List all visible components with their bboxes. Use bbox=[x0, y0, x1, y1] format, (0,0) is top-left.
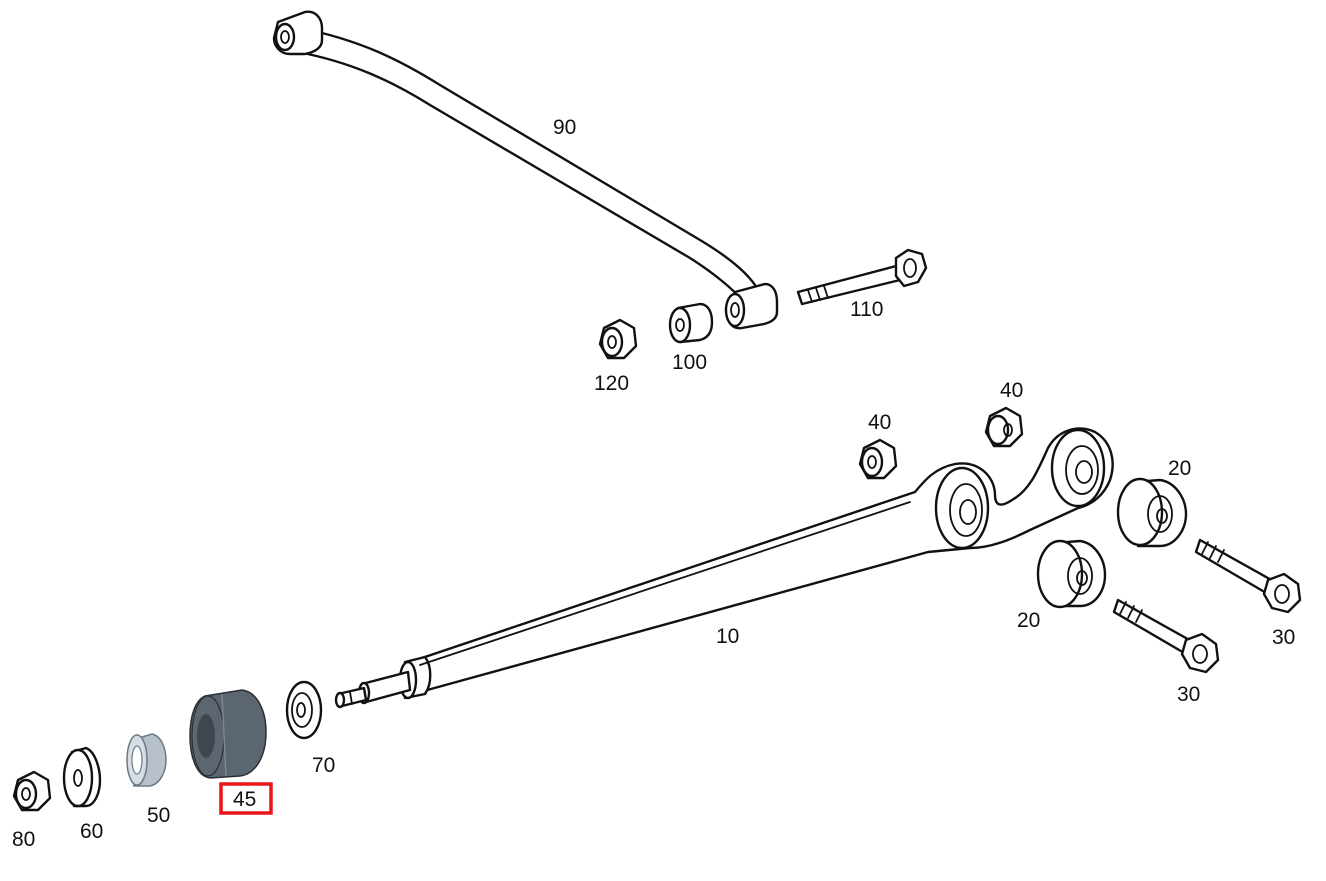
callout-30-a[interactable]: 30 bbox=[1272, 626, 1295, 649]
callout-50[interactable]: 50 bbox=[147, 804, 170, 827]
part-80-nut[interactable] bbox=[12, 770, 52, 812]
callout-20-a[interactable]: 20 bbox=[1168, 457, 1191, 480]
callout-45[interactable]: 45 bbox=[233, 788, 256, 811]
callout-120[interactable]: 120 bbox=[594, 372, 629, 395]
callout-40-a[interactable]: 40 bbox=[868, 411, 891, 434]
part-30-bolt-b[interactable] bbox=[1112, 598, 1220, 674]
part-60-washer[interactable] bbox=[62, 746, 102, 808]
part-45-rubber-bushing[interactable] bbox=[189, 689, 267, 779]
part-20-bushing-b[interactable] bbox=[1036, 539, 1107, 609]
part-45-highlight-box bbox=[219, 782, 273, 815]
part-50-spacer-ring[interactable] bbox=[126, 733, 167, 787]
part-20-bushing-a[interactable] bbox=[1116, 477, 1188, 548]
callout-110[interactable]: 110 bbox=[850, 298, 883, 321]
callout-70[interactable]: 70 bbox=[312, 754, 335, 777]
part-40-nut-b[interactable] bbox=[984, 406, 1024, 448]
callout-60[interactable]: 60 bbox=[80, 820, 103, 843]
callout-80[interactable]: 80 bbox=[12, 828, 35, 851]
callout-20-b[interactable]: 20 bbox=[1017, 609, 1040, 632]
callout-30-b[interactable]: 30 bbox=[1177, 683, 1200, 706]
part-110-bolt[interactable] bbox=[796, 248, 928, 306]
part-10-control-arm[interactable] bbox=[334, 427, 1114, 709]
part-100-bushing[interactable] bbox=[668, 302, 714, 344]
callout-100[interactable]: 100 bbox=[672, 351, 707, 374]
part-120-nut[interactable] bbox=[598, 318, 638, 360]
part-30-bolt-a[interactable] bbox=[1194, 538, 1302, 614]
callout-40-b[interactable]: 40 bbox=[1000, 379, 1023, 402]
part-70-washer[interactable] bbox=[285, 680, 323, 740]
part-40-nut-a[interactable] bbox=[858, 438, 898, 480]
callout-10[interactable]: 10 bbox=[716, 625, 739, 648]
callout-90[interactable]: 90 bbox=[553, 116, 576, 139]
part-90-link-rod[interactable] bbox=[272, 10, 779, 330]
